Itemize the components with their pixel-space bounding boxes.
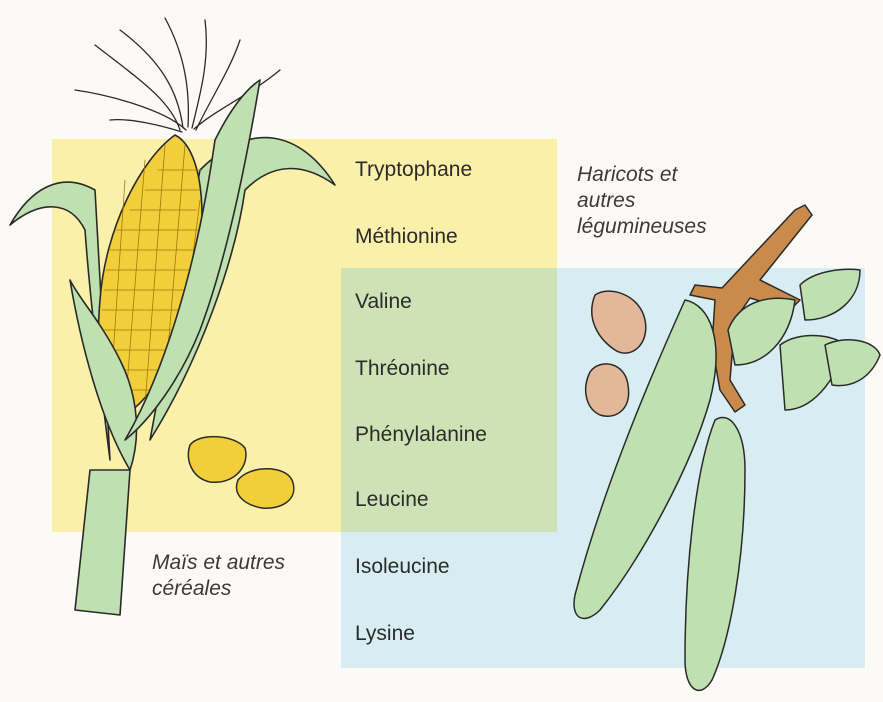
amino-acid-leucine: Leucine	[355, 488, 429, 512]
bean-caption-line: autres	[577, 188, 707, 214]
bean-caption-line: Haricots et	[577, 162, 707, 188]
bean-caption: Haricots et autres légumineuses	[577, 162, 707, 240]
corn-caption: Maïs et autres céréales	[152, 550, 285, 602]
bean-leaf	[800, 269, 860, 320]
bean-seed	[592, 291, 646, 353]
bean-caption-line: légumineuses	[577, 214, 707, 240]
bean-seeds	[586, 291, 646, 416]
amino-acid-tryptophane: Tryptophane	[355, 158, 472, 182]
amino-acid-methionine: Méthionine	[355, 225, 458, 249]
bean-seed	[586, 364, 629, 416]
bean-pod	[685, 417, 745, 690]
amino-acid-isoleucine: Isoleucine	[355, 555, 450, 579]
amino-acid-threonine: Thréonine	[355, 357, 450, 381]
amino-acid-phenylalanine: Phénylalanine	[355, 423, 487, 447]
corn-caption-line: Maïs et autres	[152, 550, 285, 576]
bean-leaf	[825, 340, 880, 386]
corn-caption-line: céréales	[152, 576, 285, 602]
amino-acid-valine: Valine	[355, 290, 412, 314]
amino-acid-lysine: Lysine	[355, 622, 415, 646]
